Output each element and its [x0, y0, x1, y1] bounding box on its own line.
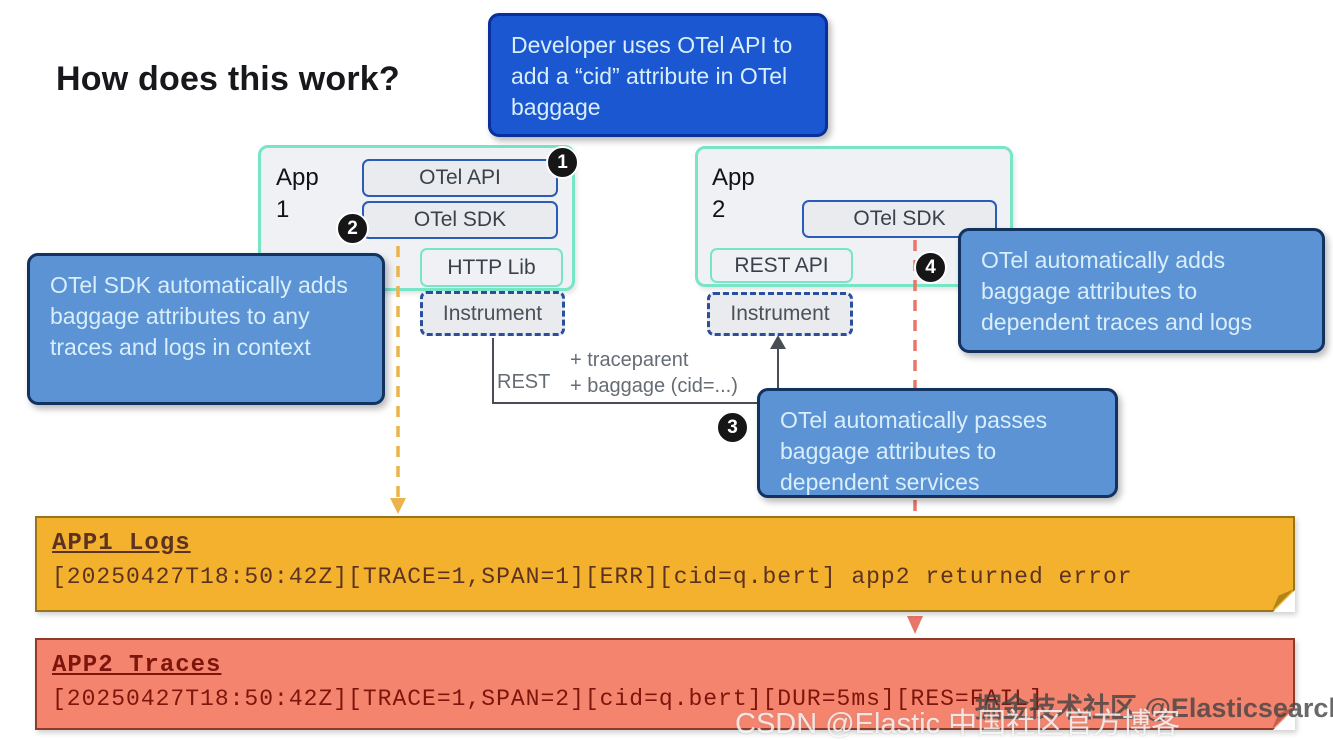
app2-traces-title: APP2 Traces	[52, 652, 222, 679]
app1-label: App 1	[276, 162, 319, 226]
http-lib-box-app1: HTTP Lib	[420, 248, 563, 287]
step-badge-2: 2	[336, 212, 369, 245]
app1-logs-line: [20250427T18:50:42Z][TRACE=1,SPAN=1][ERR…	[52, 564, 1133, 590]
app1-logs-note: APP1 Logs [20250427T18:50:42Z][TRACE=1,S…	[35, 516, 1295, 612]
watermark-juejin: 掘金技术社区 @Elasticsearch	[975, 693, 1333, 723]
step-badge-1: 1	[546, 146, 579, 179]
rest-call-arrowhead	[770, 335, 786, 349]
callout-sdk-adds-baggage: OTel SDK automatically adds baggage attr…	[27, 253, 385, 405]
app1-logs-title: APP1 Logs	[52, 530, 191, 557]
traceparent-annotation: + traceparent	[570, 349, 689, 371]
app2-number: 2	[712, 196, 726, 223]
instrument-box-app1: Instrument	[420, 291, 565, 336]
step-badge-3: 3	[716, 411, 749, 444]
app2-traces-note: APP2 Traces [20250427T18:50:42Z][TRACE=1…	[35, 638, 1295, 730]
callout-passes-baggage: OTel automatically passes baggage attrib…	[757, 388, 1118, 498]
app1-name: App	[276, 164, 319, 191]
app2-traces-arrowhead	[907, 616, 923, 634]
rest-api-box-app2: REST API	[710, 248, 853, 283]
app2-traces-line: [20250427T18:50:42Z][TRACE=1,SPAN=2][cid…	[52, 686, 1044, 712]
rest-label: REST	[497, 371, 551, 393]
otel-api-box-app1: OTel API	[362, 159, 558, 197]
app1-logs-arrowhead	[390, 498, 406, 514]
otel-sdk-box-app1: OTel SDK	[362, 201, 558, 239]
instrument-box-app2: Instrument	[707, 292, 853, 336]
callout-developer-otel-api: Developer uses OTel API to add a “cid” a…	[488, 13, 828, 137]
page-title: How does this work?	[56, 60, 400, 98]
step-badge-4: 4	[914, 251, 947, 284]
app2-label: App 2	[712, 162, 755, 226]
watermark-csdn: CSDN @Elastic 中国社区官方博客	[735, 708, 1181, 740]
baggage-annotation: + baggage (cid=...)	[570, 375, 738, 397]
callout-adds-to-dependent: OTel automatically adds baggage attribut…	[958, 228, 1325, 353]
app2-name: App	[712, 164, 755, 191]
app1-number: 1	[276, 196, 290, 223]
